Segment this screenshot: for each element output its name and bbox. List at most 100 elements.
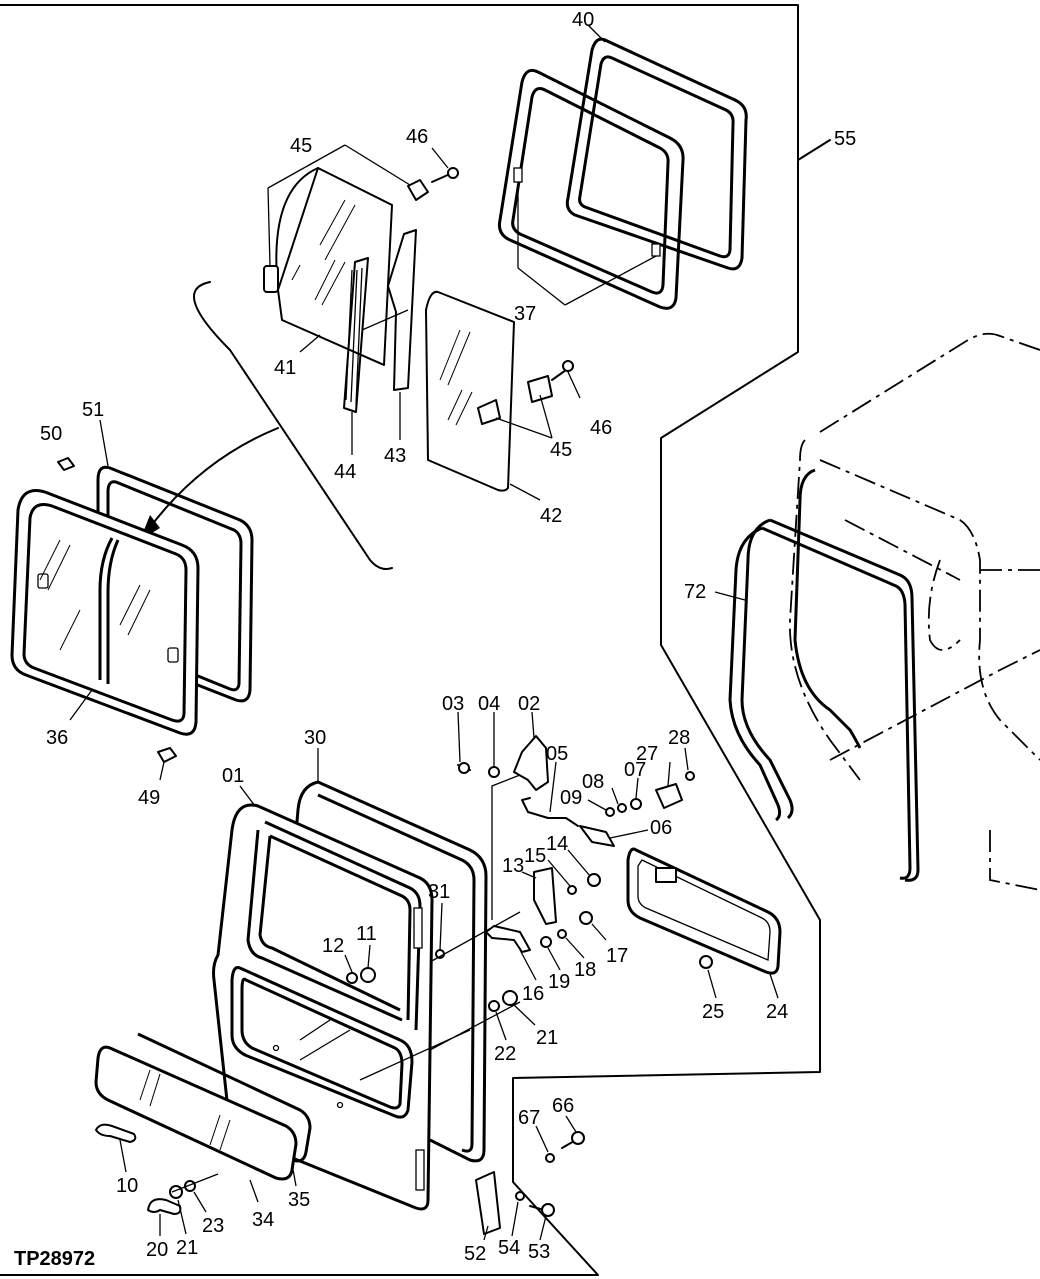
- label-06: 06: [650, 817, 672, 839]
- door-01: [212, 803, 434, 1211]
- label-42: 42: [540, 505, 562, 527]
- label-45a: 45: [290, 135, 312, 157]
- label-25: 25: [702, 1001, 724, 1023]
- leader-15: [547, 859, 571, 887]
- washer-22: [488, 1000, 500, 1012]
- label-13: 13: [502, 855, 524, 877]
- leader-40: [587, 24, 606, 43]
- leader-21b: [177, 1199, 187, 1235]
- bracket-13: [533, 867, 557, 925]
- bolt-14: [587, 873, 601, 887]
- cab-shell-outline: [789, 332, 1040, 891]
- leader-34: [249, 1179, 259, 1203]
- panel-24: [626, 847, 782, 975]
- leader-27: [667, 761, 671, 787]
- rail-44: [343, 257, 369, 413]
- leader-06: [609, 829, 649, 839]
- leader-01: [239, 785, 256, 807]
- door-seal-72: [728, 468, 920, 882]
- assembly-line-latch: [491, 774, 521, 920]
- leader-66: [565, 1115, 577, 1133]
- glass-34: [94, 1045, 298, 1181]
- label-21a: 21: [536, 1027, 558, 1049]
- label-45b: 45: [550, 439, 572, 461]
- hinge-45a: [263, 179, 429, 293]
- label-21b: 21: [176, 1237, 198, 1259]
- leader-36: [69, 689, 93, 721]
- window-assembly-36: [10, 489, 200, 736]
- window-frame-37: [498, 68, 685, 310]
- bolt-46b: [551, 360, 574, 381]
- washer-08: [617, 803, 627, 813]
- label-46b: 46: [590, 417, 612, 439]
- label-02: 02: [518, 693, 540, 715]
- handle-20: [147, 1198, 182, 1215]
- label-51: 51: [82, 399, 104, 421]
- label-07: 07: [624, 759, 646, 781]
- label-53: 53: [528, 1241, 550, 1263]
- leader-25: [707, 969, 717, 999]
- leader-02: [531, 711, 535, 739]
- label-24: 24: [766, 1001, 788, 1023]
- leader-31: [439, 902, 443, 951]
- label-27: 27: [636, 743, 658, 765]
- window-seal-51: [96, 465, 254, 703]
- assembly-line-door: [299, 911, 521, 1081]
- label-46a: 46: [406, 126, 428, 148]
- leader-28: [684, 747, 689, 771]
- label-17: 17: [606, 945, 628, 967]
- leader-67: [535, 1125, 549, 1153]
- leader-49: [159, 761, 165, 781]
- hinge-45b: [477, 375, 553, 425]
- label-31: 31: [428, 881, 450, 903]
- leader-24: [769, 973, 779, 999]
- leader-07: [635, 777, 639, 799]
- nut-21b: [169, 1185, 183, 1199]
- nut-11: [360, 967, 376, 983]
- label-55: 55: [834, 128, 856, 150]
- bolt-46a: [431, 167, 459, 183]
- leader-41b: [361, 309, 409, 331]
- leader-10: [119, 1139, 127, 1173]
- label-14: 14: [546, 833, 568, 855]
- bolt-03: [457, 762, 471, 774]
- leader-46a: [431, 147, 449, 169]
- label-16: 16: [522, 983, 544, 1005]
- label-04: 04: [478, 693, 500, 715]
- label-08: 08: [582, 771, 604, 793]
- label-54: 54: [498, 1237, 520, 1259]
- door-seal-30: [288, 780, 488, 1163]
- leader-55: [797, 139, 831, 161]
- label-72: 72: [684, 581, 706, 603]
- label-09: 09: [560, 787, 582, 809]
- label-34: 34: [252, 1209, 274, 1231]
- label-28: 28: [668, 727, 690, 749]
- label-49: 49: [138, 787, 160, 809]
- rod-05: [521, 797, 579, 827]
- label-19: 19: [548, 971, 570, 993]
- glass-42: [425, 290, 515, 492]
- label-05: 05: [546, 743, 568, 765]
- label-40: 40: [572, 9, 594, 31]
- bolt-07: [630, 798, 642, 810]
- label-66: 66: [552, 1095, 574, 1117]
- bolt-53: [529, 1203, 555, 1217]
- label-18: 18: [574, 959, 596, 981]
- handle-16: [485, 925, 531, 953]
- label-23: 23: [202, 1215, 224, 1237]
- leader-17: [591, 923, 607, 941]
- leader-11: [367, 944, 371, 969]
- rail-43: [387, 229, 417, 391]
- label-37: 37: [514, 303, 536, 325]
- knob-27: [655, 783, 683, 809]
- label-43: 43: [384, 445, 406, 467]
- leader-21a: [513, 1004, 536, 1026]
- label-15: 15: [524, 845, 546, 867]
- leader-14: [567, 849, 591, 877]
- clip-49: [157, 747, 177, 763]
- leader-37b: [517, 267, 566, 306]
- leader-08: [611, 787, 619, 805]
- washer-12: [346, 972, 358, 984]
- label-67: 67: [518, 1107, 540, 1129]
- leader-lower-glass: [171, 1173, 219, 1193]
